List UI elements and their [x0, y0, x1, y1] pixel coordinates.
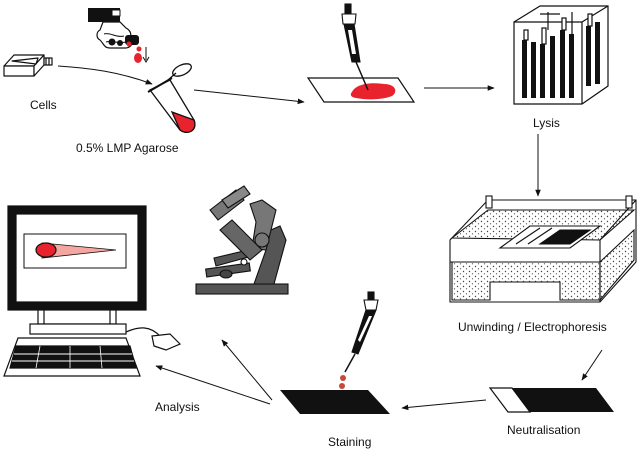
arrow-cells-to-agarose: [57, 65, 153, 85]
label-staining: Staining: [328, 435, 372, 449]
label-cells: Cells: [30, 98, 57, 112]
label-lysis: Lysis: [533, 116, 560, 130]
label-analysis: Analysis: [155, 400, 200, 414]
arrow-staining-to-microscope: [221, 339, 273, 401]
arrow-staining-to-computer: [155, 365, 271, 405]
computer-icon: [3, 205, 182, 377]
flow-arrows: [57, 65, 603, 411]
pipette-icon: [341, 3, 369, 91]
label-neutralisation: Neutralisation: [507, 423, 581, 437]
label-electrophoresis: Unwinding / Electrophoresis: [458, 320, 607, 334]
electrophoresis-tank-icon: [449, 195, 637, 303]
arrow-agarose-to-slide: [193, 89, 305, 105]
microscope-icon: [195, 185, 289, 295]
dropper-icon: [88, 8, 150, 63]
lysis-tank-icon: [513, 5, 609, 105]
neutralised-slide-icon: [488, 387, 614, 413]
flask-icon: [3, 54, 53, 77]
label-agarose: 0.5% LMP Agarose: [76, 141, 179, 155]
arrow-neutralisation-to-staining: [401, 399, 487, 411]
stained-slide-icon: [280, 375, 390, 414]
arrow-electrophoresis-to-neutralisation: [581, 349, 603, 381]
staining-pipette-icon: [344, 291, 379, 373]
slide-icon: [306, 77, 416, 103]
tube-icon: [147, 63, 196, 134]
